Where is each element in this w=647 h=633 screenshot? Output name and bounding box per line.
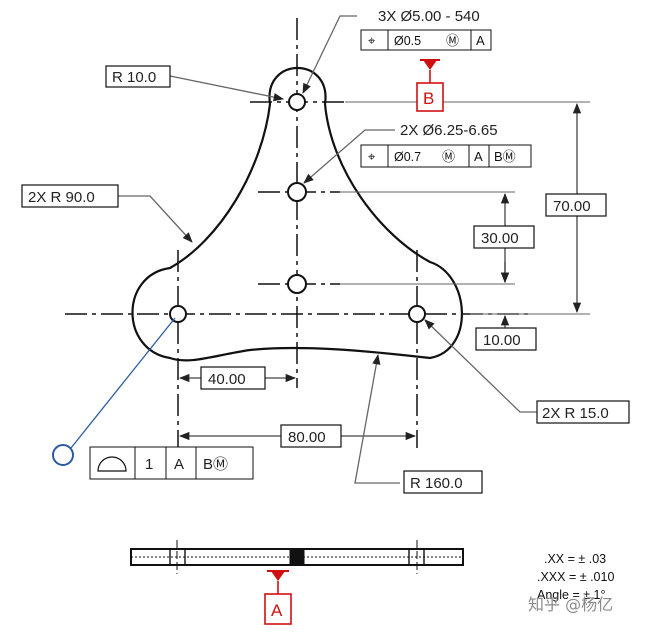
- svg-text:70.00: 70.00: [553, 198, 591, 215]
- extension-lines: [340, 101, 590, 315]
- svg-text:80.00: 80.00: [288, 429, 326, 446]
- dim-40: 40.00: [200, 366, 266, 390]
- svg-text:A: A: [271, 601, 283, 620]
- svg-text:A: A: [174, 456, 184, 473]
- svg-text:.XXX = ± .010: .XXX = ± .010: [537, 570, 614, 584]
- svg-text:Angle = ± 1°: Angle = ± 1°: [537, 588, 606, 602]
- svg-text:2X R 90.0: 2X R 90.0: [28, 189, 95, 206]
- svg-text:Ⓜ: Ⓜ: [446, 33, 459, 48]
- profile-leader: [70, 317, 176, 449]
- part-outline: [131, 67, 463, 362]
- dim-80: 80.00: [280, 424, 342, 448]
- svg-text:2X R 15.0: 2X R 15.0: [542, 405, 609, 422]
- hole-mid: [287, 182, 307, 202]
- dim-r160: R 160.0: [403, 470, 483, 494]
- svg-text:30.00: 30.00: [481, 230, 519, 247]
- datum-a: A: [264, 570, 292, 625]
- dim-r10: R 10.0: [105, 65, 171, 88]
- dim-70: 70.00: [545, 193, 607, 217]
- dim-r90: 2X R 90.0: [21, 184, 119, 208]
- centerlines: [65, 18, 530, 448]
- fcf-top: ⌖ Ø0.5 Ⓜ A: [360, 29, 492, 51]
- svg-text:BⓂ: BⓂ: [494, 149, 516, 164]
- svg-text:1: 1: [145, 456, 153, 473]
- hole-right: [408, 305, 426, 323]
- svg-text:R 160.0: R 160.0: [410, 475, 463, 492]
- svg-text:R 10.0: R 10.0: [112, 69, 156, 86]
- svg-text:Ⓜ: Ⓜ: [442, 149, 455, 164]
- svg-text:BⓂ: BⓂ: [203, 456, 228, 473]
- svg-text:A: A: [474, 149, 483, 164]
- dim-r15: 2X R 15.0: [536, 400, 630, 424]
- fcf-profile: 1 A BⓂ: [89, 446, 254, 480]
- hole-top: [288, 93, 306, 111]
- profile-leader-circle: [52, 444, 74, 466]
- svg-text:B: B: [423, 89, 434, 108]
- svg-text:40.00: 40.00: [208, 371, 246, 388]
- datum-b: B: [416, 59, 444, 112]
- hole-low: [287, 274, 307, 294]
- svg-text:⌖: ⌖: [368, 33, 376, 48]
- dim-10: 10.00: [475, 327, 537, 351]
- holes: [169, 93, 426, 323]
- side-view: [130, 540, 464, 574]
- hole-left: [169, 305, 187, 323]
- svg-text:Ø0.7: Ø0.7: [394, 150, 421, 164]
- svg-text:A: A: [476, 33, 485, 48]
- general-tolerances: .XX = ± .03 .XXX = ± .010 Angle = ± 1°: [537, 552, 614, 602]
- svg-text:10.00: 10.00: [483, 332, 521, 349]
- svg-text:⌖: ⌖: [368, 149, 376, 164]
- hole-mid-callout: 2X Ø6.25-6.65: [400, 122, 498, 139]
- fcf-mid: ⌖ Ø0.7 Ⓜ A BⓂ: [360, 144, 532, 168]
- hole-top-callout: 3X Ø5.00 - 540: [378, 8, 480, 25]
- watermark: 知乎 @杨亿: [528, 595, 613, 614]
- dim-30: 30.00: [473, 225, 535, 249]
- svg-text:Ø0.5: Ø0.5: [394, 34, 421, 48]
- leaders: [118, 15, 537, 484]
- svg-text:.XX = ± .03: .XX = ± .03: [544, 552, 606, 566]
